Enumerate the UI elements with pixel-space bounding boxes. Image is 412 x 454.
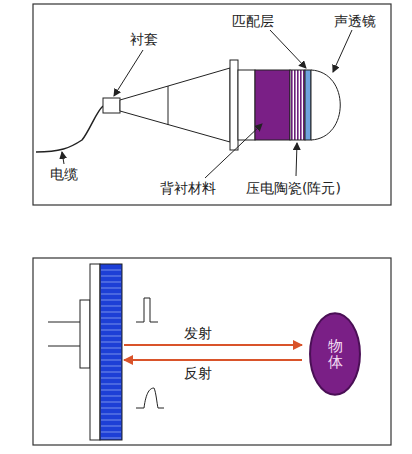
sleeve — [103, 98, 120, 113]
element-line — [101, 300, 121, 301]
element-line — [101, 330, 121, 331]
part-label: 声透镜 — [334, 13, 376, 30]
element-line — [101, 420, 121, 421]
part-label: 衬套 — [130, 31, 158, 48]
housing-cone — [120, 68, 230, 142]
leader-line — [62, 152, 64, 164]
part-label: 压电陶瓷(阵元) — [246, 180, 341, 197]
element-line — [101, 306, 121, 307]
element-line — [101, 438, 121, 439]
element-line — [101, 312, 121, 313]
element-line — [101, 288, 121, 289]
backing-material — [255, 70, 290, 140]
element-line — [101, 396, 121, 397]
element-lines — [101, 270, 121, 438]
leader-line — [270, 30, 306, 68]
element-line — [101, 390, 121, 391]
element-line — [101, 348, 121, 349]
panel-frame — [33, 4, 391, 205]
element-line — [101, 294, 121, 295]
cone-ring — [168, 86, 169, 125]
element-line — [101, 372, 121, 373]
transducer-array — [100, 264, 122, 440]
part-label: 电缆 — [50, 166, 78, 183]
element-line — [101, 318, 121, 319]
leader-line — [333, 30, 352, 72]
housing — [238, 70, 255, 140]
housing-plate — [90, 264, 100, 440]
panel-frame — [33, 258, 391, 445]
object-text: 物体 — [328, 338, 343, 371]
element-line — [101, 402, 121, 403]
element-line — [101, 354, 121, 355]
part-label: 匹配层 — [232, 13, 274, 30]
piezo-elements — [290, 70, 305, 140]
element-line — [101, 378, 121, 379]
element-line — [101, 270, 121, 271]
connector — [80, 300, 90, 368]
cable — [36, 106, 103, 152]
part-label: 发射 — [184, 325, 212, 342]
wire — [48, 346, 80, 347]
object-ellipse: 物体 — [309, 312, 361, 396]
transmit-arrow — [124, 344, 302, 346]
matching-layer — [305, 70, 311, 140]
element-line — [101, 384, 121, 385]
element-line — [101, 276, 121, 277]
element-line — [101, 360, 121, 361]
echo-pulse — [136, 388, 164, 408]
part-label: 背衬材料 — [160, 180, 216, 197]
reflect-arrow — [124, 359, 302, 361]
element-line — [101, 432, 121, 433]
element-line — [101, 426, 121, 427]
element-line — [101, 324, 121, 325]
leader-line — [205, 124, 262, 178]
element-line — [101, 336, 121, 337]
element-line — [101, 408, 121, 409]
flange — [230, 60, 238, 150]
element-line — [101, 366, 121, 367]
transmit-pulse — [136, 298, 158, 322]
wire — [48, 322, 80, 323]
element-line — [101, 414, 121, 415]
part-label: 反射 — [184, 365, 212, 382]
element-line — [101, 342, 121, 343]
leader-line — [114, 50, 143, 96]
leader-line — [296, 143, 297, 176]
element-line — [101, 282, 121, 283]
acoustic-lens — [311, 70, 340, 140]
